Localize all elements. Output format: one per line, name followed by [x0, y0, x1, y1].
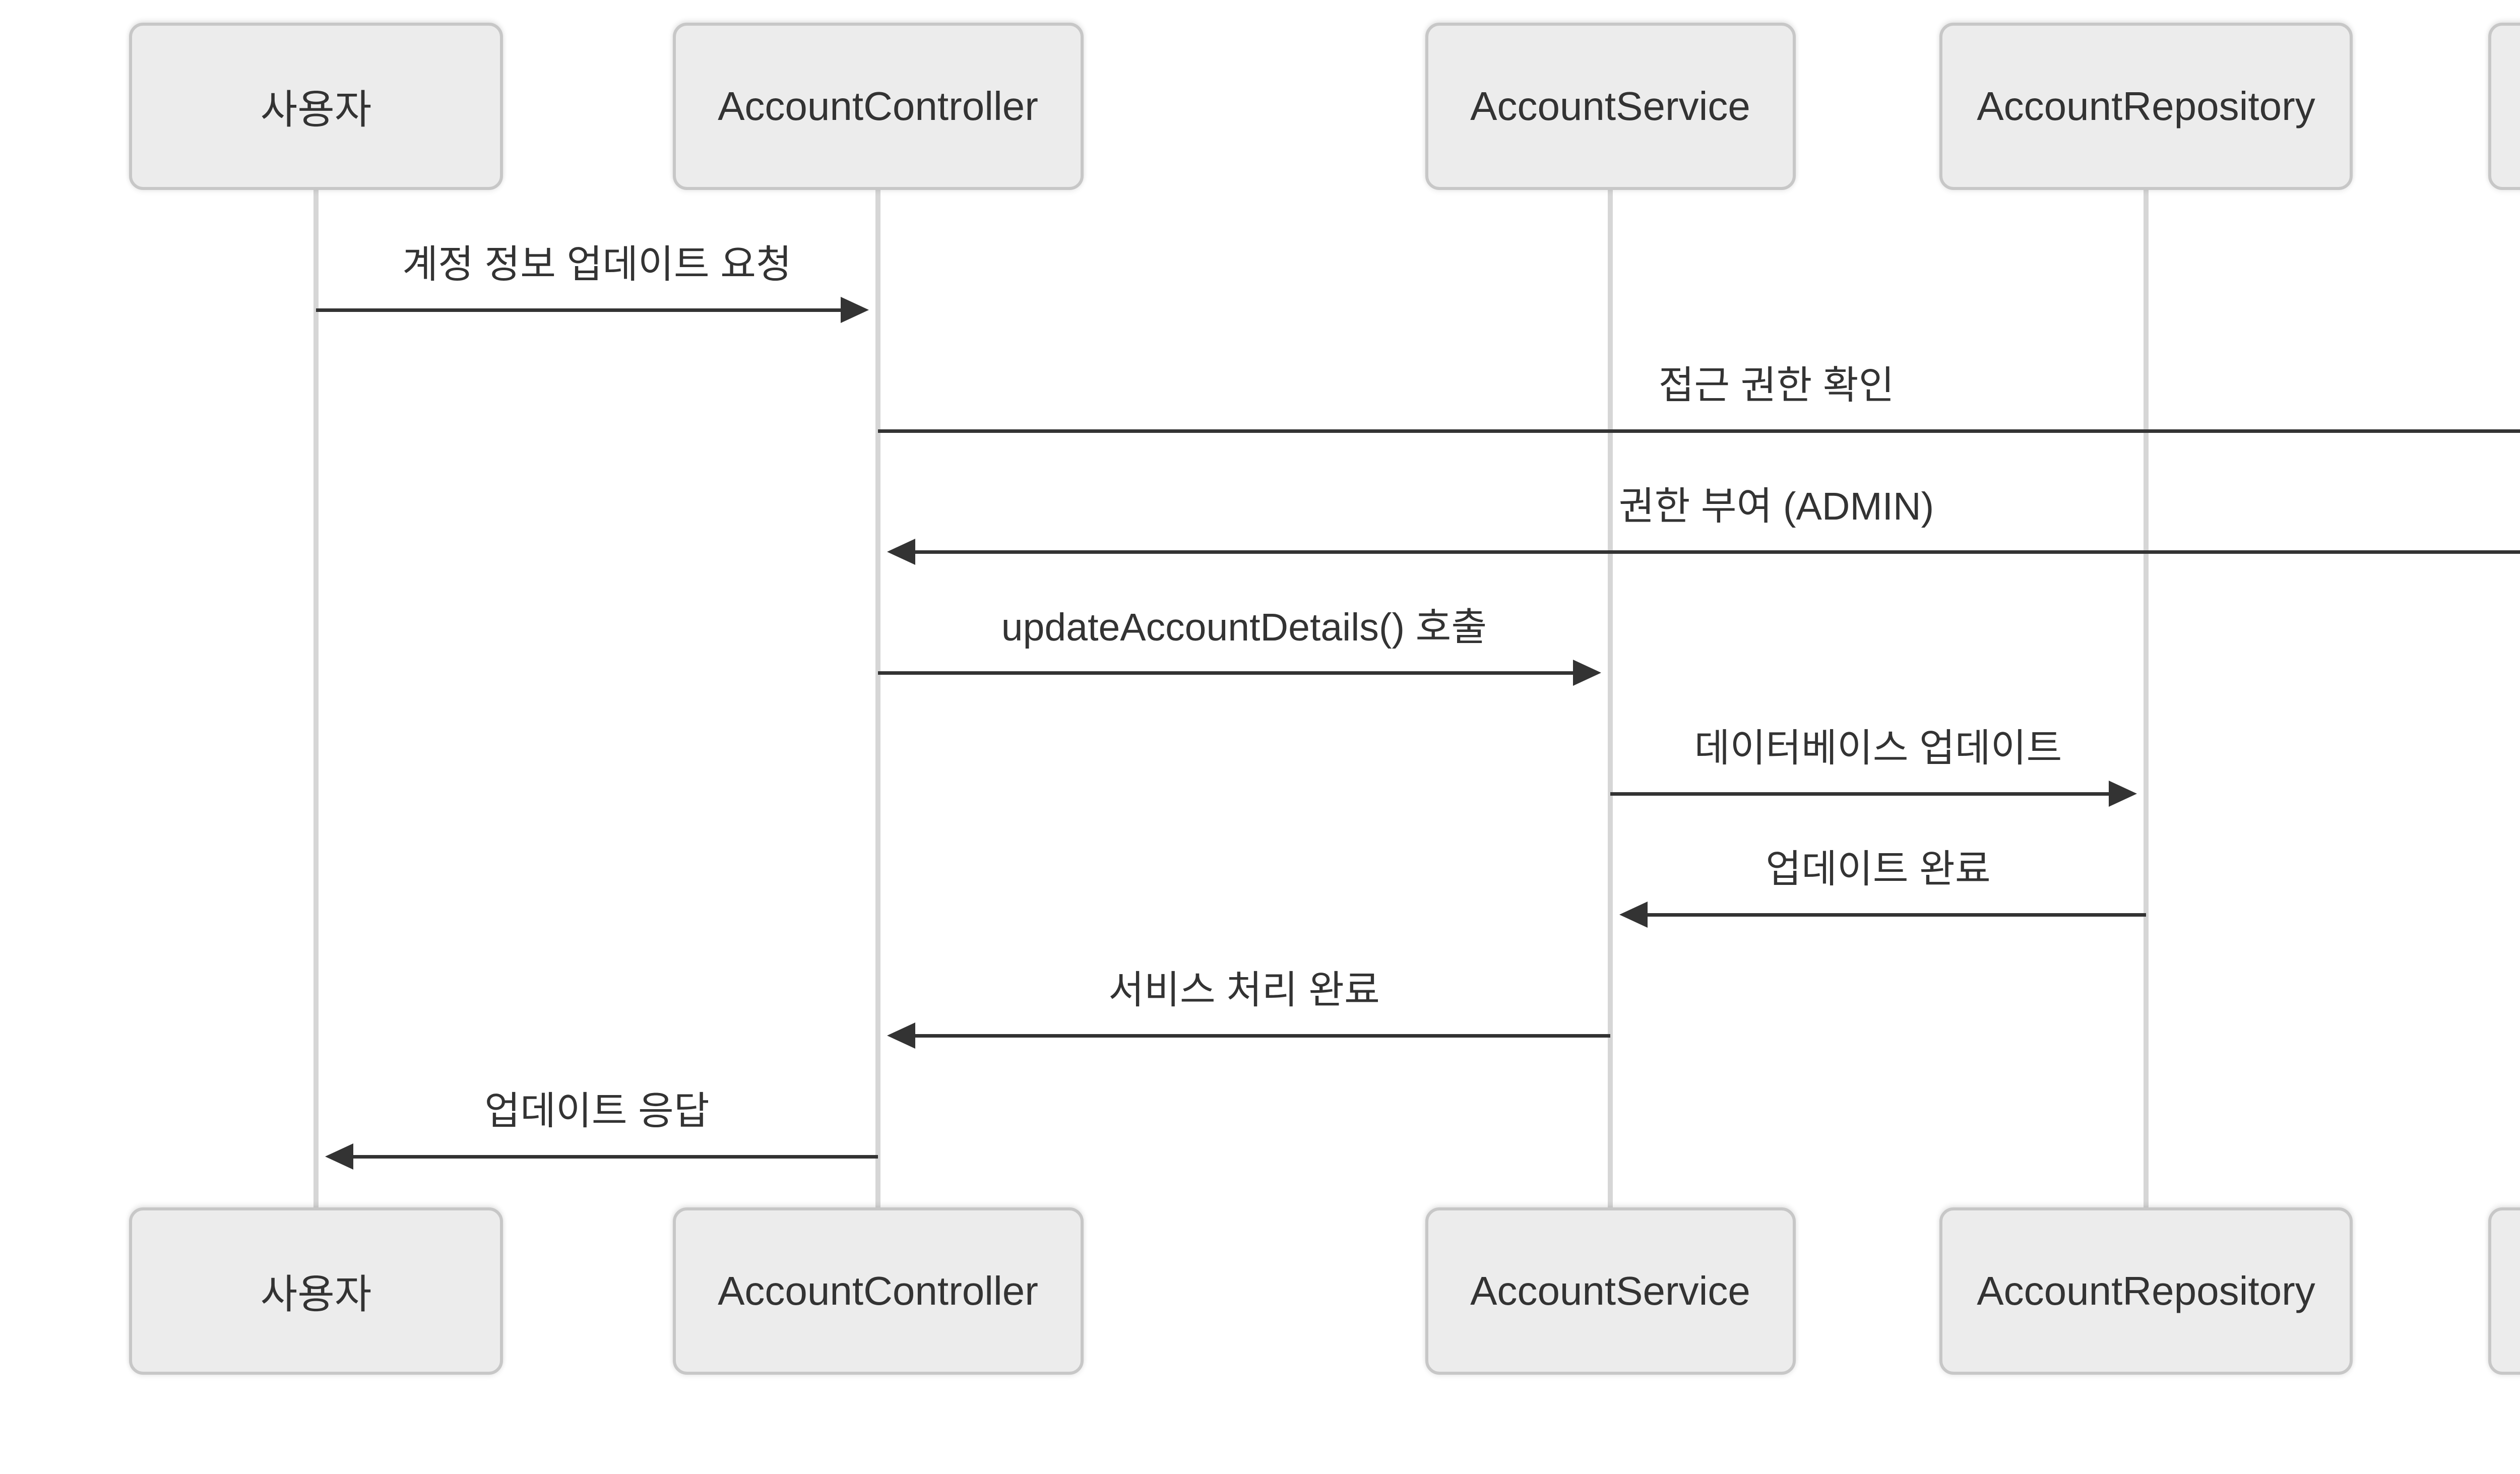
message-line-1: [316, 308, 841, 312]
message-line-4: [878, 671, 1573, 675]
arrowhead-icon-3: [887, 539, 915, 565]
arrowhead-icon-5: [2109, 781, 2137, 807]
arrowhead-icon-1: [841, 297, 869, 323]
actor-label-service-bottom: AccountService: [1470, 1268, 1750, 1313]
arrowhead-icon-4: [1573, 660, 1601, 686]
arrowhead-icon-7: [887, 1022, 915, 1049]
actor-box-repository-top: AccountRepository: [1939, 23, 2353, 190]
message-line-7: [915, 1034, 1610, 1038]
actor-label-controller-top: AccountController: [718, 84, 1038, 129]
arrowhead-icon-6: [1619, 902, 1648, 928]
actor-label-repository-top: AccountRepository: [1977, 84, 2315, 129]
message-label-7: 서비스 처리 완료: [1108, 969, 1380, 1012]
lifeline-controller: [875, 190, 880, 1207]
actor-label-repository-bottom: AccountRepository: [1977, 1268, 2315, 1313]
actor-box-user-bottom: 사용자: [129, 1207, 503, 1375]
actor-label-user-bottom: 사용자: [260, 1272, 372, 1317]
message-label-1: 계정 정보 업데이트 요청: [402, 243, 792, 286]
actor-box-security-top: Spring Security: [2488, 23, 2520, 190]
lifeline-user: [313, 190, 319, 1207]
message-line-2: [878, 429, 2520, 433]
message-label-6: 업데이트 완료: [1766, 848, 1991, 891]
lifeline-service: [1608, 190, 1613, 1207]
message-label-4: updateAccountDetails() 호출: [1001, 606, 1487, 649]
actor-box-service-bottom: AccountService: [1425, 1207, 1796, 1375]
actor-box-controller-bottom: AccountController: [672, 1207, 1084, 1375]
actor-label-service-top: AccountService: [1470, 84, 1750, 129]
message-line-5: [1610, 792, 2109, 796]
actor-label-user-top: 사용자: [260, 87, 372, 132]
actor-label-controller-bottom: AccountController: [718, 1268, 1038, 1313]
message-line-6: [1648, 913, 2146, 917]
actor-box-security-bottom: Spring Security: [2488, 1207, 2520, 1375]
message-line-8: [353, 1155, 878, 1159]
message-line-3: [915, 550, 2520, 554]
arrowhead-icon-8: [325, 1143, 353, 1170]
actor-box-controller-top: AccountController: [672, 23, 1084, 190]
actor-box-repository-bottom: AccountRepository: [1939, 1207, 2353, 1375]
actor-box-service-top: AccountService: [1425, 23, 1796, 190]
message-label-8: 업데이트 응답: [484, 1090, 710, 1133]
lifeline-repository: [2144, 190, 2149, 1207]
actor-box-user-top: 사용자: [129, 23, 503, 190]
message-label-2: 접근 권한 확인: [1658, 364, 1895, 407]
message-label-5: 데이터베이스 업데이트: [1694, 727, 2062, 770]
message-label-3: 권한 부여 (ADMIN): [1618, 485, 1934, 528]
